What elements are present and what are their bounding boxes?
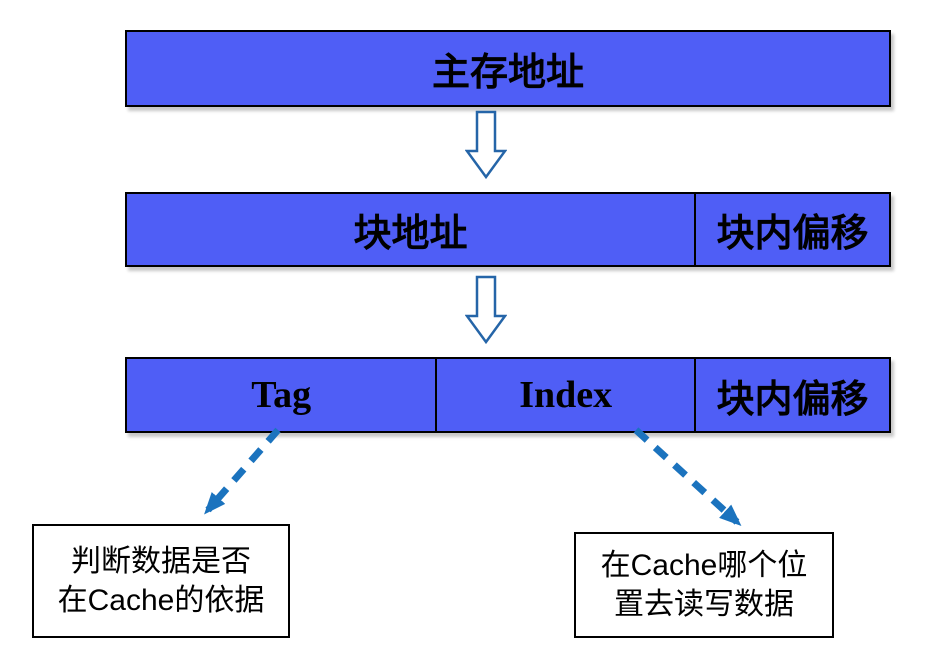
note-line: 在Cache哪个位 [600,549,808,582]
index-purpose-note: 在Cache哪个位 置去读写数据 [574,532,834,638]
block-address-bar: 块地址 块内偏移 [125,192,891,267]
hollow-down-arrow-icon [465,275,507,345]
tag-purpose-note: 判断数据是否 在Cache的依据 [32,524,290,638]
dashed-arrow-left-icon [204,427,281,515]
bar-cell-block-offset: 块内偏移 [694,194,889,265]
tag-index-offset-bar: Tag Index 块内偏移 [125,357,891,433]
note-line: 在Cache的依据 [57,584,265,617]
main-memory-address-bar: 主存地址 [125,30,891,107]
bar-cell-tag: Tag [251,374,312,416]
note-line: 判断数据是否 [71,545,251,578]
bar-cell-index: Index [435,359,694,431]
bar-cell-block-offset: 块内偏移 [694,359,889,431]
dashed-arrow-right-icon [633,427,742,527]
bar-cell-main-memory-address: 主存地址 [431,52,584,94]
note-line: 置去读写数据 [614,588,794,621]
hollow-down-arrow-icon [465,110,507,180]
bar-cell-block-address: 块地址 [353,213,468,255]
